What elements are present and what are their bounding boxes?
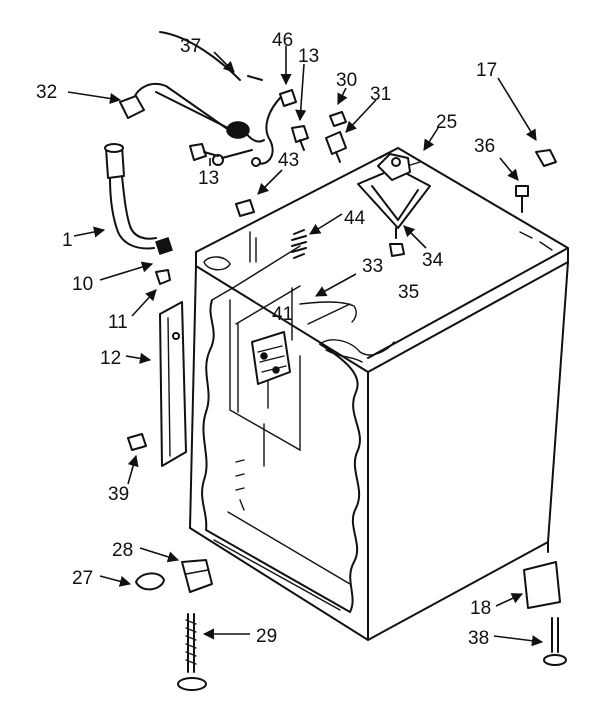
bracket-panel-12 <box>159 301 187 467</box>
label-28: 28 <box>112 540 133 561</box>
clip-46 <box>279 89 297 107</box>
clip-43 <box>235 199 255 217</box>
label-39: 39 <box>108 484 129 505</box>
label-1: 1 <box>62 230 73 251</box>
nut-35 <box>389 243 405 257</box>
leveling-leg-29 <box>177 613 207 691</box>
part-31 <box>325 131 347 163</box>
label-13-top: 13 <box>298 46 319 67</box>
label-31: 31 <box>370 84 391 105</box>
wire-harness-43 <box>251 95 283 167</box>
label-27: 27 <box>72 568 93 589</box>
label-37: 37 <box>180 36 201 57</box>
callout-labels: 32 37 46 13 30 31 25 17 36 43 13 44 34 3… <box>36 30 497 649</box>
screw-36 <box>515 185 529 213</box>
label-33: 33 <box>362 256 383 277</box>
foot-pad-27 <box>135 572 165 591</box>
clamp-13-left <box>189 143 219 161</box>
label-35: 35 <box>398 282 419 303</box>
label-12: 12 <box>100 348 121 369</box>
clamp-10 <box>155 237 173 255</box>
label-32: 32 <box>36 82 57 103</box>
foot-bracket-28 <box>181 559 213 593</box>
leader-lines <box>67 46 544 647</box>
part-30 <box>329 111 347 127</box>
label-11: 11 <box>108 312 128 333</box>
label-25: 25 <box>436 112 457 133</box>
label-43: 43 <box>278 150 299 171</box>
fill-hose-1 <box>104 143 157 250</box>
cabinet <box>189 147 569 641</box>
label-29: 29 <box>256 626 277 647</box>
clip-39 <box>127 433 147 451</box>
label-17: 17 <box>476 60 497 81</box>
label-10: 10 <box>72 274 93 295</box>
clip-11 <box>155 269 171 285</box>
label-41: 41 <box>272 304 293 325</box>
clip-17 <box>535 149 557 167</box>
label-30: 30 <box>336 70 357 91</box>
label-18: 18 <box>470 598 491 619</box>
label-46: 46 <box>272 30 293 51</box>
leveling-leg-38 <box>543 617 567 666</box>
clamp-13-top <box>291 125 309 151</box>
label-44: 44 <box>344 208 366 229</box>
label-34: 34 <box>422 250 444 271</box>
label-36: 36 <box>474 136 495 157</box>
spring-44 <box>291 229 307 259</box>
label-13-left: 13 <box>198 168 219 189</box>
suspension-bracket-34 <box>357 153 431 239</box>
access-panel-18 <box>523 561 561 609</box>
label-38: 38 <box>468 628 489 649</box>
